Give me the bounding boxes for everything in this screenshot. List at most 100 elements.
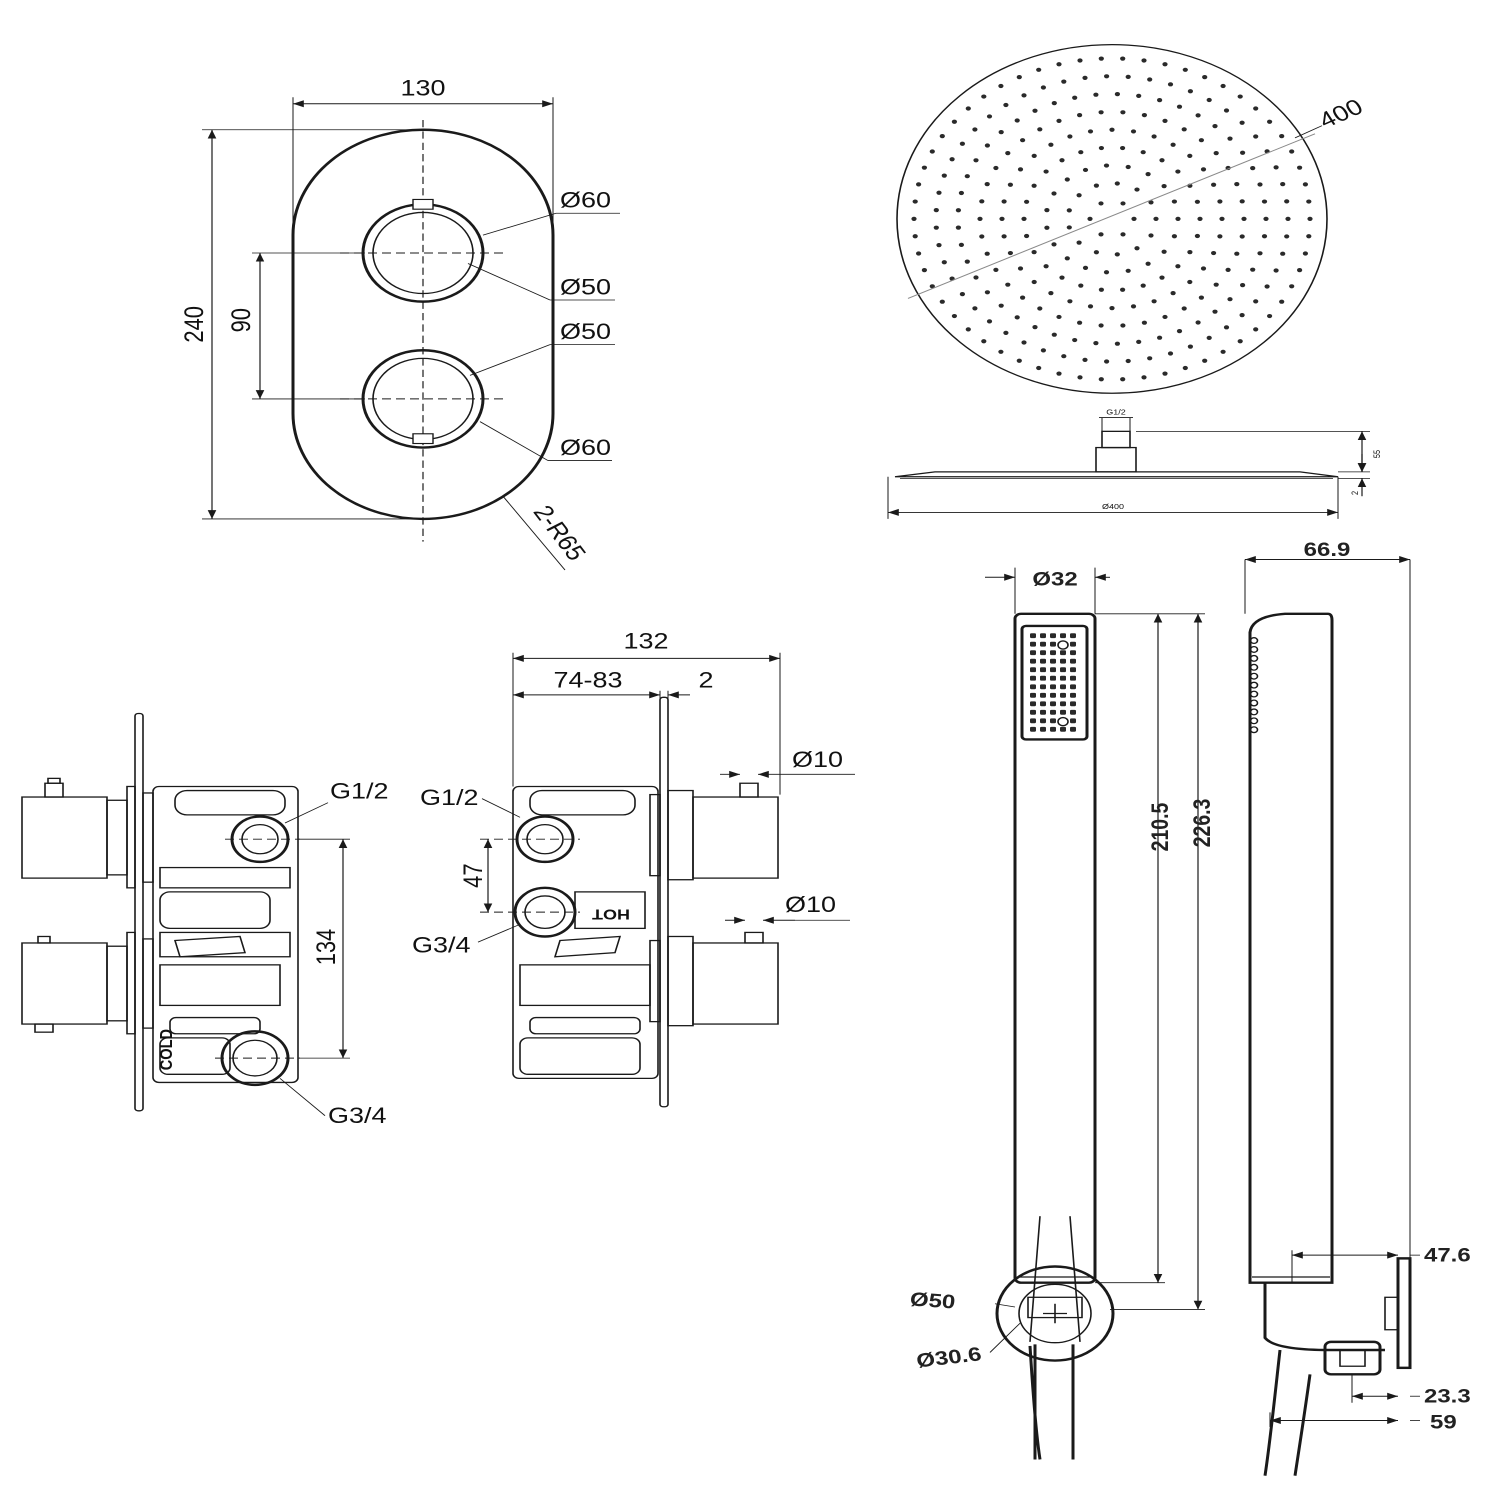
nozzle-dot: [1021, 216, 1027, 222]
nozzle-dot: [1219, 216, 1225, 222]
nozzle-dot: [1297, 165, 1303, 170]
handset-nozzle: [1030, 650, 1036, 656]
handset-nozzle: [1070, 675, 1076, 681]
nozzle-dot: [1167, 351, 1174, 356]
nozzle-dot: [1213, 151, 1219, 156]
handset-nozzle: [1070, 633, 1076, 639]
right-inlet-thread-label: G3/4: [412, 934, 471, 958]
nozzle-dot: [1187, 279, 1193, 285]
nozzle-dot: [999, 216, 1005, 222]
handset-nozzle: [1070, 701, 1076, 707]
handset-nozzle: [1070, 650, 1076, 656]
handset-side-nozzles: [1249, 637, 1259, 734]
nozzle-dot: [1240, 282, 1246, 288]
nozzle-dot: [1148, 200, 1154, 205]
nozzle-dot: [972, 127, 978, 132]
nozzle-dot: [1082, 75, 1088, 81]
wall-depth-range-dim: 74-83: [553, 669, 622, 693]
nozzle-dot: [1056, 314, 1062, 320]
nozzle-dot: [1261, 234, 1268, 239]
bracket-diameter-dim: Ø50: [909, 1288, 957, 1313]
handset-nozzle: [1060, 684, 1066, 690]
nozzle-dot: [1056, 62, 1062, 67]
nozzle-dot: [1206, 97, 1212, 103]
nozzle-dot: [1176, 104, 1183, 109]
nozzle-dot: [986, 114, 993, 119]
nozzle-dot: [1051, 242, 1057, 247]
handset-nozzle: [1030, 658, 1036, 664]
left-inlet-thread-label: G3/4: [328, 1104, 387, 1128]
nozzle-dot: [998, 349, 1004, 354]
nozzle-dot: [1032, 324, 1038, 330]
lower-knob-inner-dia: Ø50: [560, 320, 611, 344]
nozzle-dot: [1175, 264, 1181, 269]
nozzle-dot: [1031, 183, 1037, 188]
nozzle-dot: [912, 199, 918, 204]
nozzle-dot: [1187, 89, 1193, 94]
nozzle-dot: [921, 268, 928, 273]
handset-nozzle: [1050, 667, 1056, 673]
nozzle-dot: [1225, 267, 1231, 272]
handset-nozzle: [1030, 709, 1036, 715]
handset-nozzle: [1050, 726, 1056, 732]
nozzle-dot: [1072, 337, 1078, 343]
nozzle-dot: [1120, 287, 1126, 292]
nozzle-dot: [929, 149, 935, 154]
nozzle-dot: [1125, 358, 1131, 364]
hand-shower-front-view: Ø32 210.5 226.3 Ø50 Ø30.6: [909, 567, 1215, 1460]
nozzle-dot: [1007, 182, 1014, 187]
nozzle-dot: [1059, 275, 1065, 280]
nozzle-dot: [1147, 356, 1153, 361]
nozzle-dot: [1175, 216, 1181, 222]
nozzle-dot: [1114, 341, 1120, 346]
handset-nozzle: [1040, 650, 1046, 656]
nozzle-dot: [1098, 145, 1104, 151]
nozzle-dot: [1017, 167, 1024, 172]
handset-nozzle: [1050, 718, 1056, 724]
nozzle-dot: [1289, 284, 1295, 289]
plate-thickness-dim: 2: [698, 669, 713, 693]
nozzle-dot: [921, 165, 928, 170]
nozzle-dot: [1098, 377, 1104, 382]
nozzle-dot: [998, 303, 1004, 308]
nozzle-dot: [1136, 339, 1142, 345]
nozzle-dot: [1200, 266, 1207, 271]
handset-diameter-dim: Ø32: [1032, 568, 1077, 590]
nozzle-dot: [1040, 348, 1046, 353]
nozzle-dot: [933, 225, 939, 230]
cold-inlet-marking: COLD: [157, 1029, 177, 1070]
nozzle-dot: [1285, 216, 1291, 222]
handset-nozzle: [1030, 684, 1036, 690]
nozzle-dot: [949, 157, 955, 162]
handset-nozzle: [1070, 667, 1076, 673]
nozzle-dot: [1077, 375, 1083, 380]
nozzle-dot: [984, 251, 990, 256]
nozzle-dot: [1198, 138, 1204, 143]
handset-nozzle: [1030, 692, 1036, 698]
nozzle-dot: [1159, 275, 1165, 280]
handset-nozzle: [1070, 726, 1076, 732]
handset-nozzle: [1040, 709, 1046, 715]
handset-nozzle: [1040, 658, 1046, 664]
nozzle-dot: [1182, 365, 1188, 371]
handset-side-nozzle: [1249, 726, 1259, 734]
nozzle-dot: [1253, 327, 1259, 332]
nozzle-dot: [1051, 332, 1057, 337]
handset-nozzle: [1040, 675, 1046, 681]
handset-nozzle: [1060, 709, 1066, 715]
nozzle-dot: [1120, 232, 1126, 237]
nozzle-dot: [1250, 166, 1256, 171]
nozzle-dot: [1125, 268, 1131, 273]
nozzle-dot: [1021, 93, 1027, 98]
upper-knob-outer-dia: Ø60: [560, 189, 611, 213]
nozzle-dot: [1202, 358, 1208, 363]
nozzle-dot: [979, 199, 985, 204]
knob-centres-dim: 90: [227, 308, 257, 332]
nozzle-dot: [1020, 295, 1026, 300]
nozzle-dot: [1223, 108, 1230, 113]
nozzle-dot: [1098, 110, 1104, 115]
nozzle-dot: [1120, 323, 1126, 328]
nozzle-dot: [1213, 282, 1219, 287]
handset-nozzle: [1050, 684, 1056, 690]
nozzle-dot: [1211, 250, 1217, 256]
